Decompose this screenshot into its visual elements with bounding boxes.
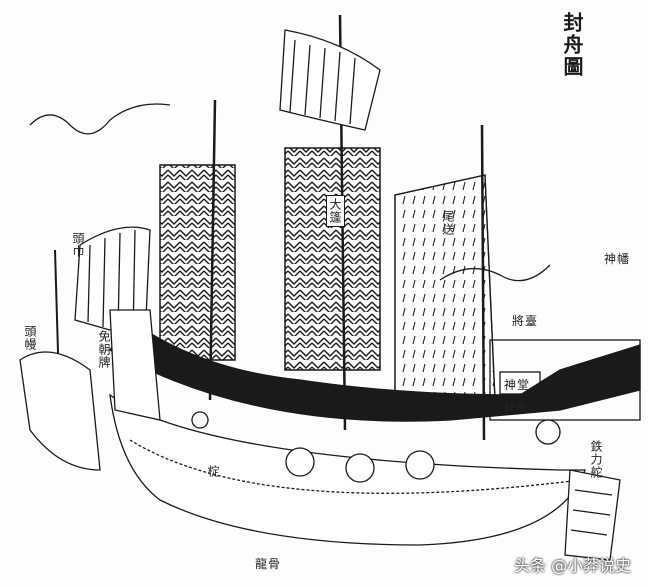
fore-sail [159,164,236,361]
page-title: 封舟圖 [560,12,584,78]
label-anchor: 椗 [206,465,220,478]
hull-band [109,319,641,422]
main-sail [284,147,381,371]
label-iron-rudder: 鉄力舵 [589,440,603,479]
stern-castle [489,339,641,421]
label-head-sail: 頭幔 [23,325,37,351]
label-compass-room: 針房 [504,401,528,414]
iron-rudder [564,469,621,561]
label-general-platform: 將臺 [512,314,539,328]
label-head-flag: 頭巾 [71,232,85,258]
label-exemption-board: 免朝牌 [97,330,111,369]
streamer [29,103,171,135]
watermark: 头条 @小莽说史 [514,556,632,575]
label-shrine-hall: 神堂 [504,378,531,392]
bow [109,309,161,421]
rear-sail [394,174,496,403]
label-rear-sail: 尾送 [441,210,455,236]
top-sail [279,29,381,131]
label-main-sail: 大篷 [326,195,345,227]
label-sacred-banner: 神幡 [604,252,631,266]
label-keel: 龍骨 [255,557,282,571]
